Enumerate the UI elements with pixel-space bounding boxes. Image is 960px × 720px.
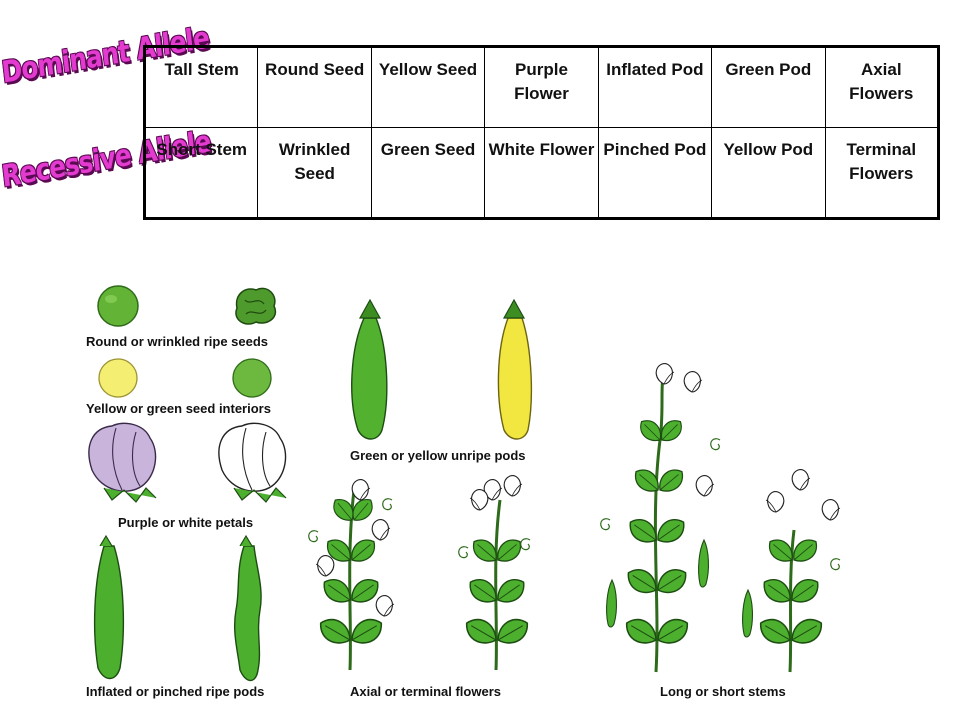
dominant-row: Tall Stem Round Seed Yellow Seed Purple … (144, 46, 939, 128)
terminal-flower-plant-illustration (458, 475, 534, 671)
trait-cell: Yellow Pod (711, 127, 826, 219)
trait-table: Tall Stem Round Seed Yellow Seed Purple … (143, 45, 940, 220)
trait-cell: Green Seed (370, 127, 485, 219)
trait-cell: Short Stem (156, 140, 248, 159)
trait-cell: Purple Flower (484, 46, 599, 128)
trait-cell: Wrinkled Seed (257, 127, 372, 219)
trait-cell: White Flower (484, 127, 599, 219)
axial-flower-plant-illustration (308, 479, 395, 671)
green-unripe-pod-icon (351, 298, 388, 440)
purple-flower-icon (88, 422, 157, 503)
yellow-seed-icon (98, 358, 138, 398)
caption-unripe-pods: Green or yellow unripe pods (350, 448, 526, 463)
trait-cell: Inflated Pod (597, 46, 712, 128)
caption-petals: Purple or white petals (118, 515, 254, 530)
trait-cell: Axial Flowers (824, 46, 939, 128)
trait-cell: Terminal Flowers (824, 127, 939, 219)
caption-seeds: Round or wrinkled ripe seeds (86, 334, 269, 349)
tall-stem-plant-illustration (600, 363, 721, 673)
short-stem-plant-illustration (742, 469, 841, 673)
wrinkled-seed-icon (235, 287, 277, 325)
trait-cell: Pinched Pod (597, 127, 712, 219)
recessive-row: Short Stem Wrinkled Seed Green Seed Whit… (145, 127, 939, 219)
caption-interiors: Yellow or green seed interiors (86, 401, 271, 416)
white-flower-icon (218, 422, 287, 503)
caption-stems: Long or short stems (660, 684, 786, 699)
trait-cell: Round Seed (257, 46, 372, 128)
round-seed-icon (97, 285, 139, 327)
trait-cell: Tall Stem (144, 46, 258, 128)
caption-ripe-pods: Inflated or pinched ripe pods (86, 684, 265, 699)
pinched-pod-icon (233, 534, 262, 682)
caption-flowers: Axial or terminal flowers (350, 684, 501, 699)
trait-cell: Green Pod (711, 46, 826, 128)
green-seed-icon (232, 358, 272, 398)
inflated-pod-icon (93, 534, 125, 680)
trait-cell: Yellow Seed (370, 46, 485, 128)
yellow-unripe-pod-icon (497, 298, 533, 440)
